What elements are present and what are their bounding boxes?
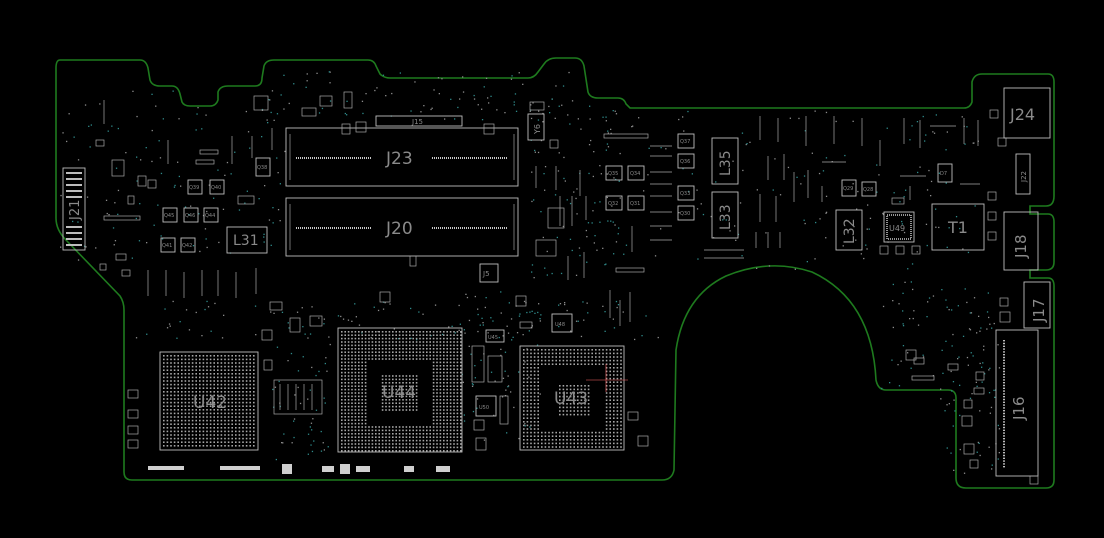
label-l32: L32 <box>842 218 858 244</box>
chip-u43: U43 <box>519 345 628 451</box>
inductor-l31: L31 <box>226 226 268 254</box>
connector-j24: J24 <box>1003 87 1051 139</box>
label-j18: J18 <box>1012 234 1030 259</box>
label-q37: Q37 <box>680 139 690 145</box>
small-footprints-left <box>95 95 269 277</box>
passive-vert-center <box>535 166 633 326</box>
label-j24: J24 <box>1009 105 1035 124</box>
transistor-q41: Q41 <box>160 237 176 253</box>
small-footprints-center <box>269 91 565 333</box>
transistor-q40: Q40 <box>209 179 225 195</box>
transistor-q33: Q33 <box>677 185 695 201</box>
label-u44: U44 <box>382 383 416 403</box>
label-q41: Q41 <box>162 243 172 249</box>
transistor-q39: Q39 <box>187 179 203 195</box>
inductor-l32: L32 <box>835 209 863 251</box>
connector-j18: J18 <box>1003 211 1039 271</box>
label-q45: Q45 <box>164 213 174 219</box>
label-q38: Q38 <box>257 165 267 171</box>
label-q36: Q36 <box>680 159 690 165</box>
chip-u48: U48 <box>551 313 573 333</box>
chip-u42: U42 <box>159 351 259 451</box>
label-y6: Y6 <box>533 124 542 135</box>
passive-bars-right-center <box>650 116 980 259</box>
resistor-array-left <box>127 329 323 449</box>
diode-d7: D7 <box>937 163 953 183</box>
connector-j5: J5 <box>479 263 499 283</box>
small-footprints-right-lower <box>961 371 1039 485</box>
transistor-q34: Q34 <box>627 165 645 181</box>
label-q39: Q39 <box>189 185 199 191</box>
resistor-array-center <box>471 345 509 451</box>
label-q42: Q42 <box>182 243 192 249</box>
transistor-q29: Q29 <box>841 179 857 197</box>
label-q29: Q29 <box>843 186 853 192</box>
label-j16: J16 <box>1010 396 1028 421</box>
connector-j20: J20 <box>285 197 519 257</box>
transistor-q36: Q36 <box>677 153 695 169</box>
label-j21: J21 <box>68 200 83 221</box>
label-j20: J20 <box>385 219 413 239</box>
label-q32: Q32 <box>608 201 618 207</box>
label-d7: D7 <box>940 171 947 177</box>
small-footprints-right-center <box>603 133 649 447</box>
connector-j22: J22 <box>1015 153 1031 195</box>
transistor-q31: Q31 <box>627 195 645 211</box>
transistor-q42: Q42 <box>180 237 196 253</box>
inductor-l35: L35 <box>711 137 739 185</box>
chip-u49: U49 <box>883 211 915 243</box>
label-u50: U50 <box>479 405 489 411</box>
label-j22: J22 <box>1020 171 1028 183</box>
label-q35: Q35 <box>608 171 618 177</box>
connector-j16: J16 <box>995 329 1039 477</box>
transistor-q28: Q28 <box>861 181 877 197</box>
label-q30: Q30 <box>680 211 690 217</box>
label-l35: L35 <box>718 150 734 176</box>
transistor-q32: Q32 <box>605 195 623 211</box>
label-q31: Q31 <box>630 201 640 207</box>
label-t1: T1 <box>947 218 968 237</box>
label-j5: J5 <box>482 270 490 278</box>
inductor-l33: L33 <box>711 191 739 239</box>
transformer-t1: T1 <box>931 203 985 251</box>
label-l33: L33 <box>718 204 734 230</box>
label-u42: U42 <box>193 393 227 413</box>
label-u49: U49 <box>889 224 905 233</box>
label-j15: J15 <box>411 118 423 126</box>
edge-pad-row-bottom <box>148 464 450 474</box>
transistor-q35: Q35 <box>605 165 623 181</box>
label-u48: U48 <box>555 322 565 328</box>
passive-row-left <box>103 100 273 298</box>
connector-j17: J17 <box>1023 281 1051 329</box>
transistor-q30: Q30 <box>677 205 695 221</box>
label-u43: U43 <box>554 389 588 409</box>
label-q44: Q44 <box>205 213 215 219</box>
small-footprints-right <box>879 109 1011 381</box>
chip-u50: U50 <box>475 395 497 417</box>
label-u45: U45 <box>488 335 498 341</box>
label-q46: Q46 <box>185 213 195 219</box>
transistor-q37: Q37 <box>677 133 695 149</box>
connector-j21: J21 <box>62 167 86 251</box>
label-j23: J23 <box>385 149 413 169</box>
label-q28: Q28 <box>863 187 873 193</box>
label-q34: Q34 <box>630 171 640 177</box>
label-q40: Q40 <box>211 185 221 191</box>
label-j17: J17 <box>1030 298 1048 323</box>
transistor-q38: Q38 <box>255 157 271 177</box>
board-outline <box>55 57 1055 489</box>
crystal-y6: Y6 <box>527 113 545 141</box>
label-q33: Q33 <box>680 191 690 197</box>
transistor-q44: Q44 <box>203 207 219 223</box>
connector-j23: J23 <box>285 127 519 187</box>
chip-u45: U45 <box>485 329 505 343</box>
transistor-q46: Q46 <box>183 207 199 223</box>
chip-u44: U44 <box>337 327 463 453</box>
transistor-q45: Q45 <box>162 207 178 223</box>
connector-j15: J15 <box>375 115 463 127</box>
via-field <box>60 71 1001 474</box>
label-l31: L31 <box>233 233 259 249</box>
